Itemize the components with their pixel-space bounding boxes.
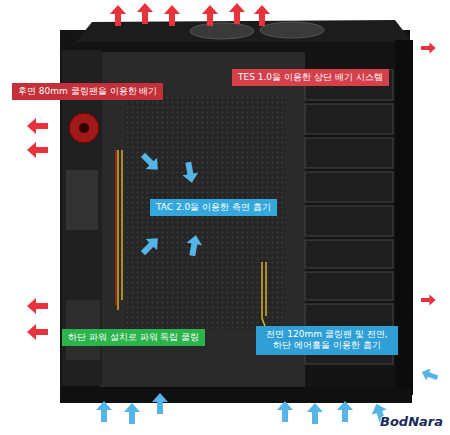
wire: [118, 150, 122, 310]
top-panel: [76, 20, 412, 42]
expansion-slots: [66, 170, 98, 230]
exhaust-arrows: [27, 3, 436, 340]
side-mesh: [125, 95, 285, 330]
case-bottom: [60, 387, 412, 403]
drive-bays: [305, 70, 393, 364]
callout-band: TES 1.0을 이용한 상단 배기 시스템: [232, 69, 389, 86]
rear-fan-hub: [79, 123, 89, 133]
callout-text: 후면 80mm 쿨링팬을 이용한 배기: [18, 86, 157, 97]
wire: [115, 150, 116, 305]
intake-arrows: [96, 149, 440, 426]
callout-band: 전면 120mm 쿨링팬 및 전면, 하단 에어홀을 이용한 흡기: [256, 326, 398, 355]
callout-text: TAC 2.0을 이용한 측면 흡기: [156, 202, 271, 213]
rear-fan: [69, 113, 99, 143]
top-fan: [190, 23, 254, 39]
callout-band: 후면 80mm 쿨링팬을 이용한 배기: [12, 83, 163, 100]
callout-text: 하단 파워 설치로 파워 독립 쿨링: [68, 332, 199, 343]
callout-text: 전면 120mm 쿨링팬 및 전면, 하단 에어홀을 이용한 흡기: [262, 329, 392, 352]
top-fan: [260, 22, 324, 38]
callout-text: TES 1.0을 이용한 상단 배기 시스템: [238, 72, 383, 83]
callout-band: TAC 2.0을 이용한 측면 흡기: [150, 199, 277, 216]
callout-band: 하단 파워 설치로 파워 독립 쿨링: [62, 329, 205, 346]
watermark: BodNara: [380, 414, 443, 429]
